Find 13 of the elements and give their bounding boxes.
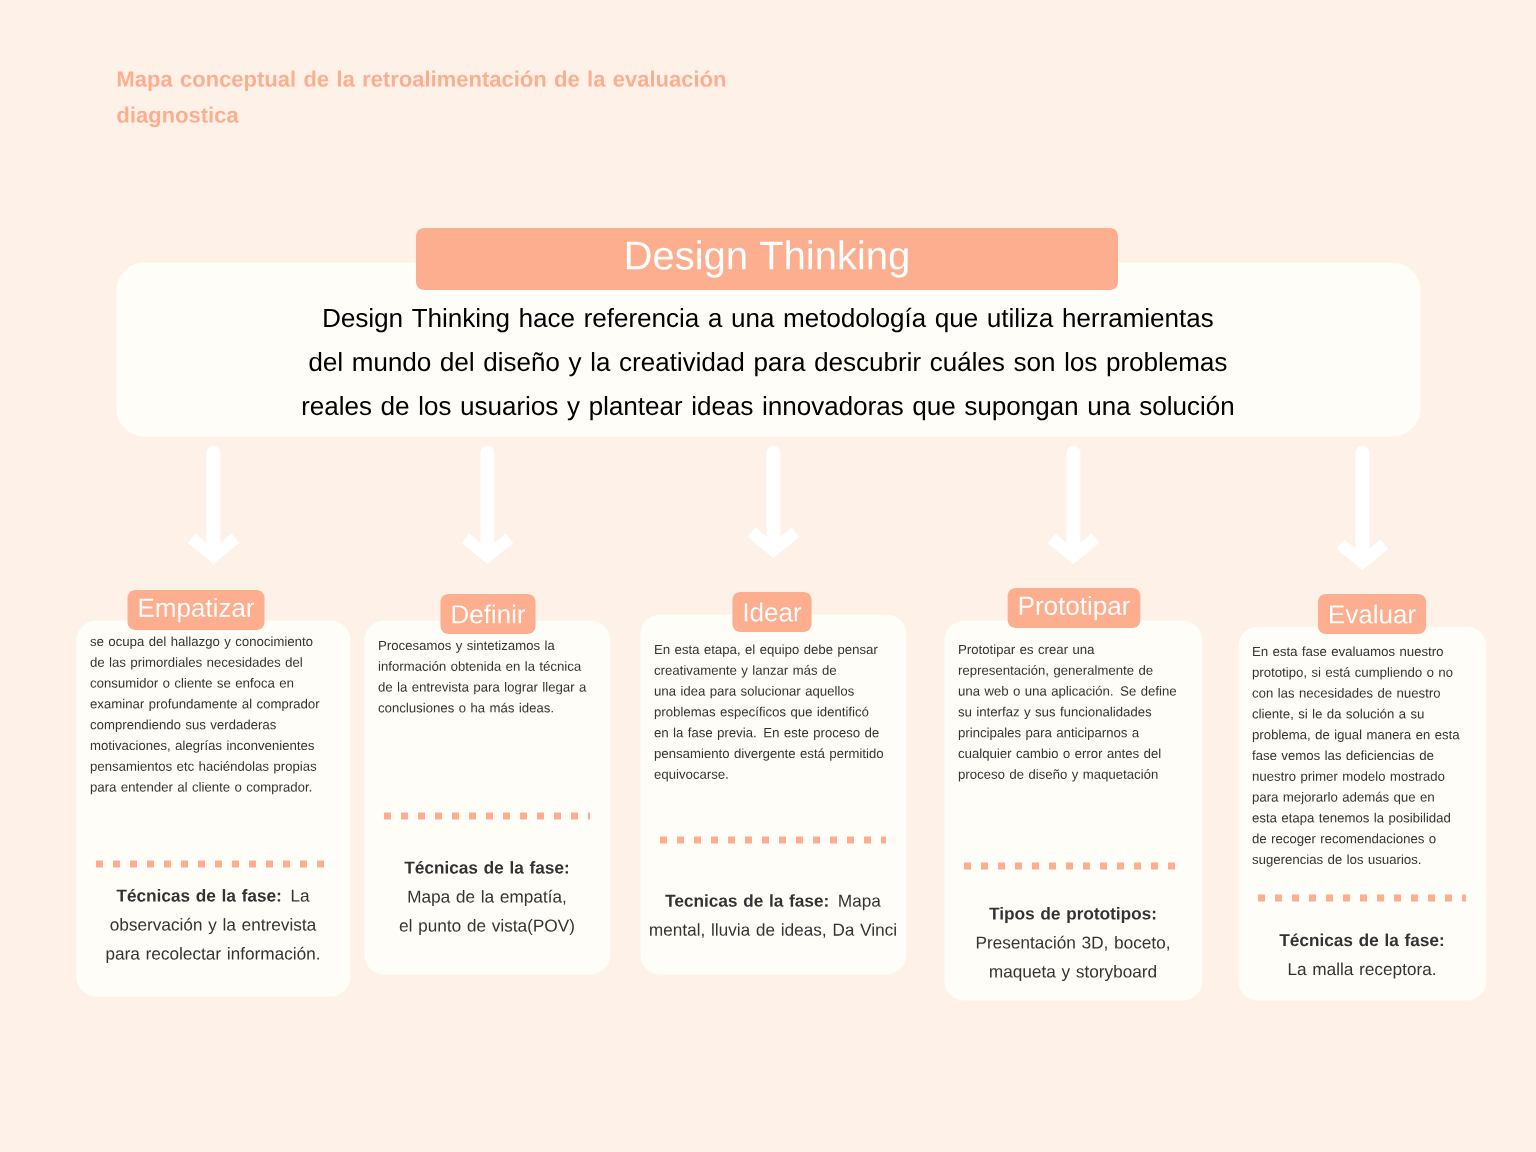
phase-label: Prototipar <box>1007 588 1141 628</box>
phase-label: Idear <box>732 592 812 632</box>
heading-banner: Design Thinking <box>416 228 1118 290</box>
phase-label: Empatizar <box>127 590 265 630</box>
phase-label: Definir <box>440 594 536 634</box>
technique-text: Técnicas de la fase: La malla receptora. <box>1279 933 1444 979</box>
technique-text: Tipos de prototipos: Presentación 3D, boceto, maqueta y storyboard <box>976 907 1169 982</box>
description-text: Design Thinking hace referencia a una metodología que utiliza herramientas del mundo del diseño y la creatividad para descubrir cuáles son los problemas reales de los usuarios y plantear ideas innovadoras que supongan una solución <box>302 307 1233 421</box>
technique-text: Técnicas de la fase: Mapa de la empatía, el punto de vista(POV) <box>399 860 574 936</box>
technique-text: Tecnicas de la fase: Mapa mental, lluvia de ideas, Da Vinci <box>650 894 896 938</box>
technique-text: Técnicas de la fase: La observación y la entrevista para recolectar información. <box>106 888 319 964</box>
title: Mapa conceptual de la retroalimentación de la evaluación diagnostica <box>117 70 726 128</box>
phase-label: Evaluar <box>1317 594 1427 634</box>
